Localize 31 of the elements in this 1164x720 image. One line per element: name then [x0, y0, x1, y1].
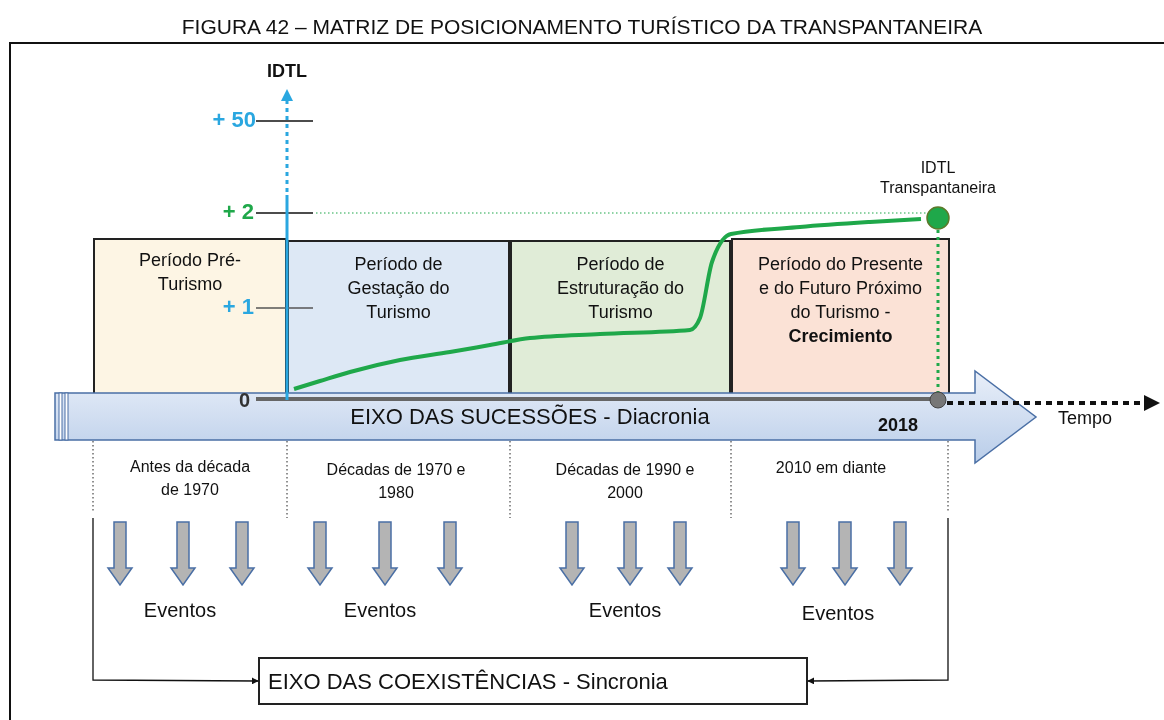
- date-range-label: 2010 em diante: [774, 458, 888, 478]
- axis-label: Tempo: [1057, 407, 1113, 429]
- year-label: 2018: [876, 414, 919, 436]
- period-title: Período de Estruturação do Turismo: [555, 253, 686, 324]
- connector-arrow: [92, 517, 259, 685]
- event-label: Eventos: [800, 601, 876, 625]
- tick-label: + 50: [211, 107, 256, 133]
- date-range-label: Décadas de 1990 e 2000: [555, 460, 695, 503]
- axis-label: IDTL: [266, 60, 308, 82]
- tick-label: + 1: [221, 294, 254, 320]
- axis-box: [258, 657, 808, 705]
- date-range-label: Décadas de 1970 e 1980: [326, 460, 466, 503]
- axis-title: EIXO DAS SUCESSÕES - Diacronia: [349, 404, 711, 430]
- event-label: Eventos: [587, 598, 663, 622]
- date-range-label: Antes da década de 1970: [128, 457, 252, 500]
- period-title: Período de Gestação do Turismo: [346, 253, 451, 324]
- point-label: IDTL Transpantaneira: [879, 158, 997, 198]
- period-box: [287, 240, 510, 395]
- figure-title: FIGURA 42 – MATRIZ DE POSICIONAMENTO TURÍSTICO DA TRANSPANTANEIRA: [180, 14, 984, 40]
- period-box: [93, 238, 287, 395]
- period-title: Período do Presente e do Futuro Próximo do Turismo - Crecimiento: [756, 253, 925, 348]
- period-title: Período Pré-Turismo: [137, 249, 243, 296]
- axis-title: EIXO DAS COEXISTÊNCIAS - Sincronia: [268, 669, 668, 695]
- tick-label: 0: [237, 388, 250, 412]
- period-box: [731, 238, 950, 395]
- event-label: Eventos: [142, 598, 218, 622]
- connector-arrow: [807, 517, 949, 685]
- tick-label: + 2: [221, 199, 254, 225]
- period-box: [510, 240, 731, 395]
- event-label: Eventos: [342, 598, 418, 622]
- data-point-marker: [926, 206, 950, 230]
